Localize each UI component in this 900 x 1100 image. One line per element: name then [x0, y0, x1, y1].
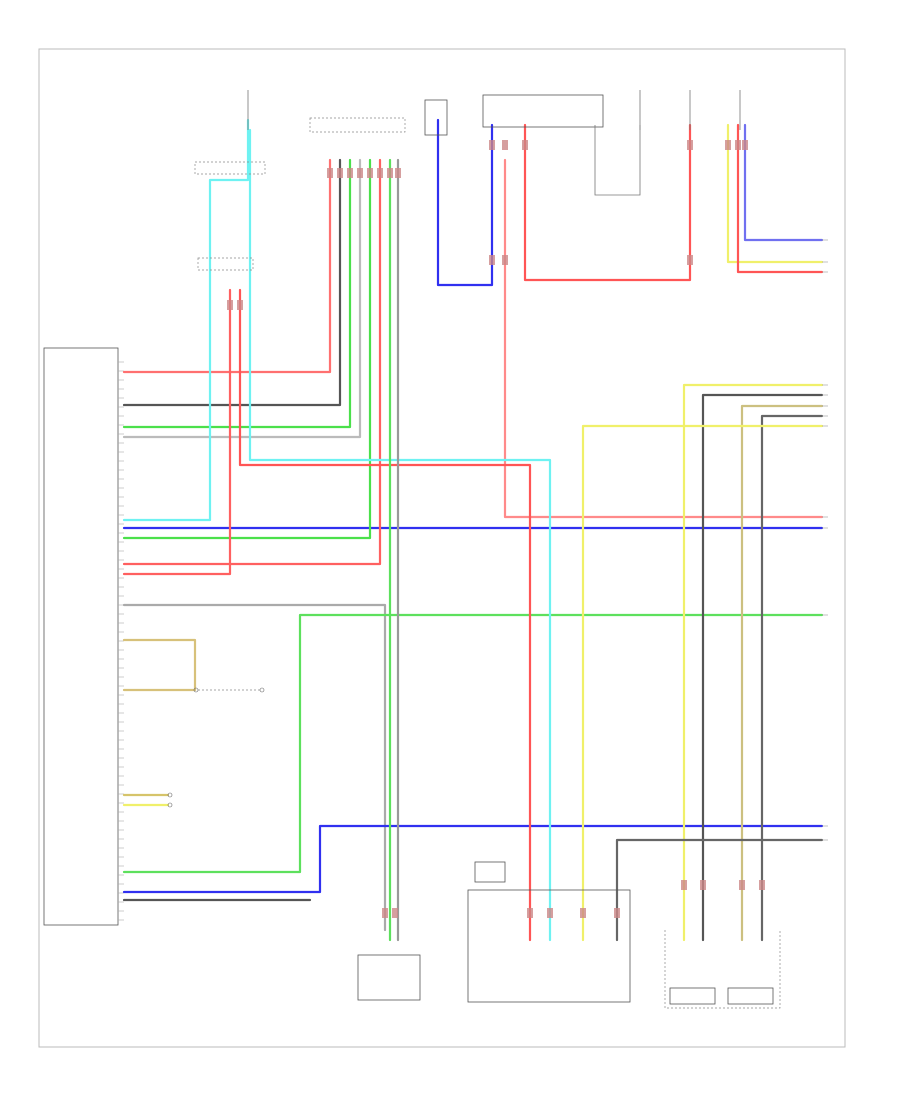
- top-components: [194, 90, 741, 271]
- ecu-box: [43, 347, 119, 926]
- wire-dark-3: [701, 393, 824, 942]
- bottom-box-center-inner: [474, 861, 506, 883]
- wire-red-4: [238, 288, 532, 942]
- wire-tan-2: [740, 404, 824, 942]
- wire-dark-4: [760, 414, 824, 942]
- wire-blue-top: [436, 118, 494, 287]
- wire-yellow-4: [581, 424, 824, 942]
- ecu-pin-ticks: [118, 361, 124, 921]
- small-connector-mid: [193, 687, 265, 693]
- wire-red-top: [523, 123, 692, 282]
- wire-red-1: [122, 158, 332, 374]
- wire-blue-2: [122, 824, 824, 894]
- bottom-box-right-2: [727, 987, 774, 1005]
- wire-green-3: [122, 613, 824, 874]
- wire-yellow-3: [682, 383, 824, 942]
- wire-cyan-1: [122, 118, 250, 522]
- bottom-right-enclosure: [664, 930, 781, 1009]
- diagram-frame: [38, 48, 846, 1048]
- wire-cyan-2: [248, 128, 552, 942]
- wire-dark-5: [615, 838, 824, 942]
- bottom-box-left: [357, 954, 421, 1001]
- wire-gray-2: [122, 603, 387, 932]
- wire-yellow-right: [726, 123, 824, 264]
- wire-red-right: [736, 123, 824, 274]
- wire-dark-1: [122, 158, 342, 407]
- bottom-box-right-1: [669, 987, 716, 1005]
- wire-green-1: [122, 158, 352, 429]
- wire-green-2: [122, 158, 372, 540]
- right-terminals: [822, 239, 828, 841]
- wire-red-3: [122, 288, 232, 576]
- bottom-box-center: [467, 889, 631, 1003]
- small-connector-low: [167, 792, 173, 808]
- wire-red-2: [122, 158, 382, 566]
- wire-blue-right: [743, 123, 824, 242]
- wire-pink-long: [503, 158, 824, 519]
- wire-tan-1: [122, 638, 197, 692]
- wire-gray-1: [122, 158, 362, 439]
- connector-markers: [227, 140, 765, 918]
